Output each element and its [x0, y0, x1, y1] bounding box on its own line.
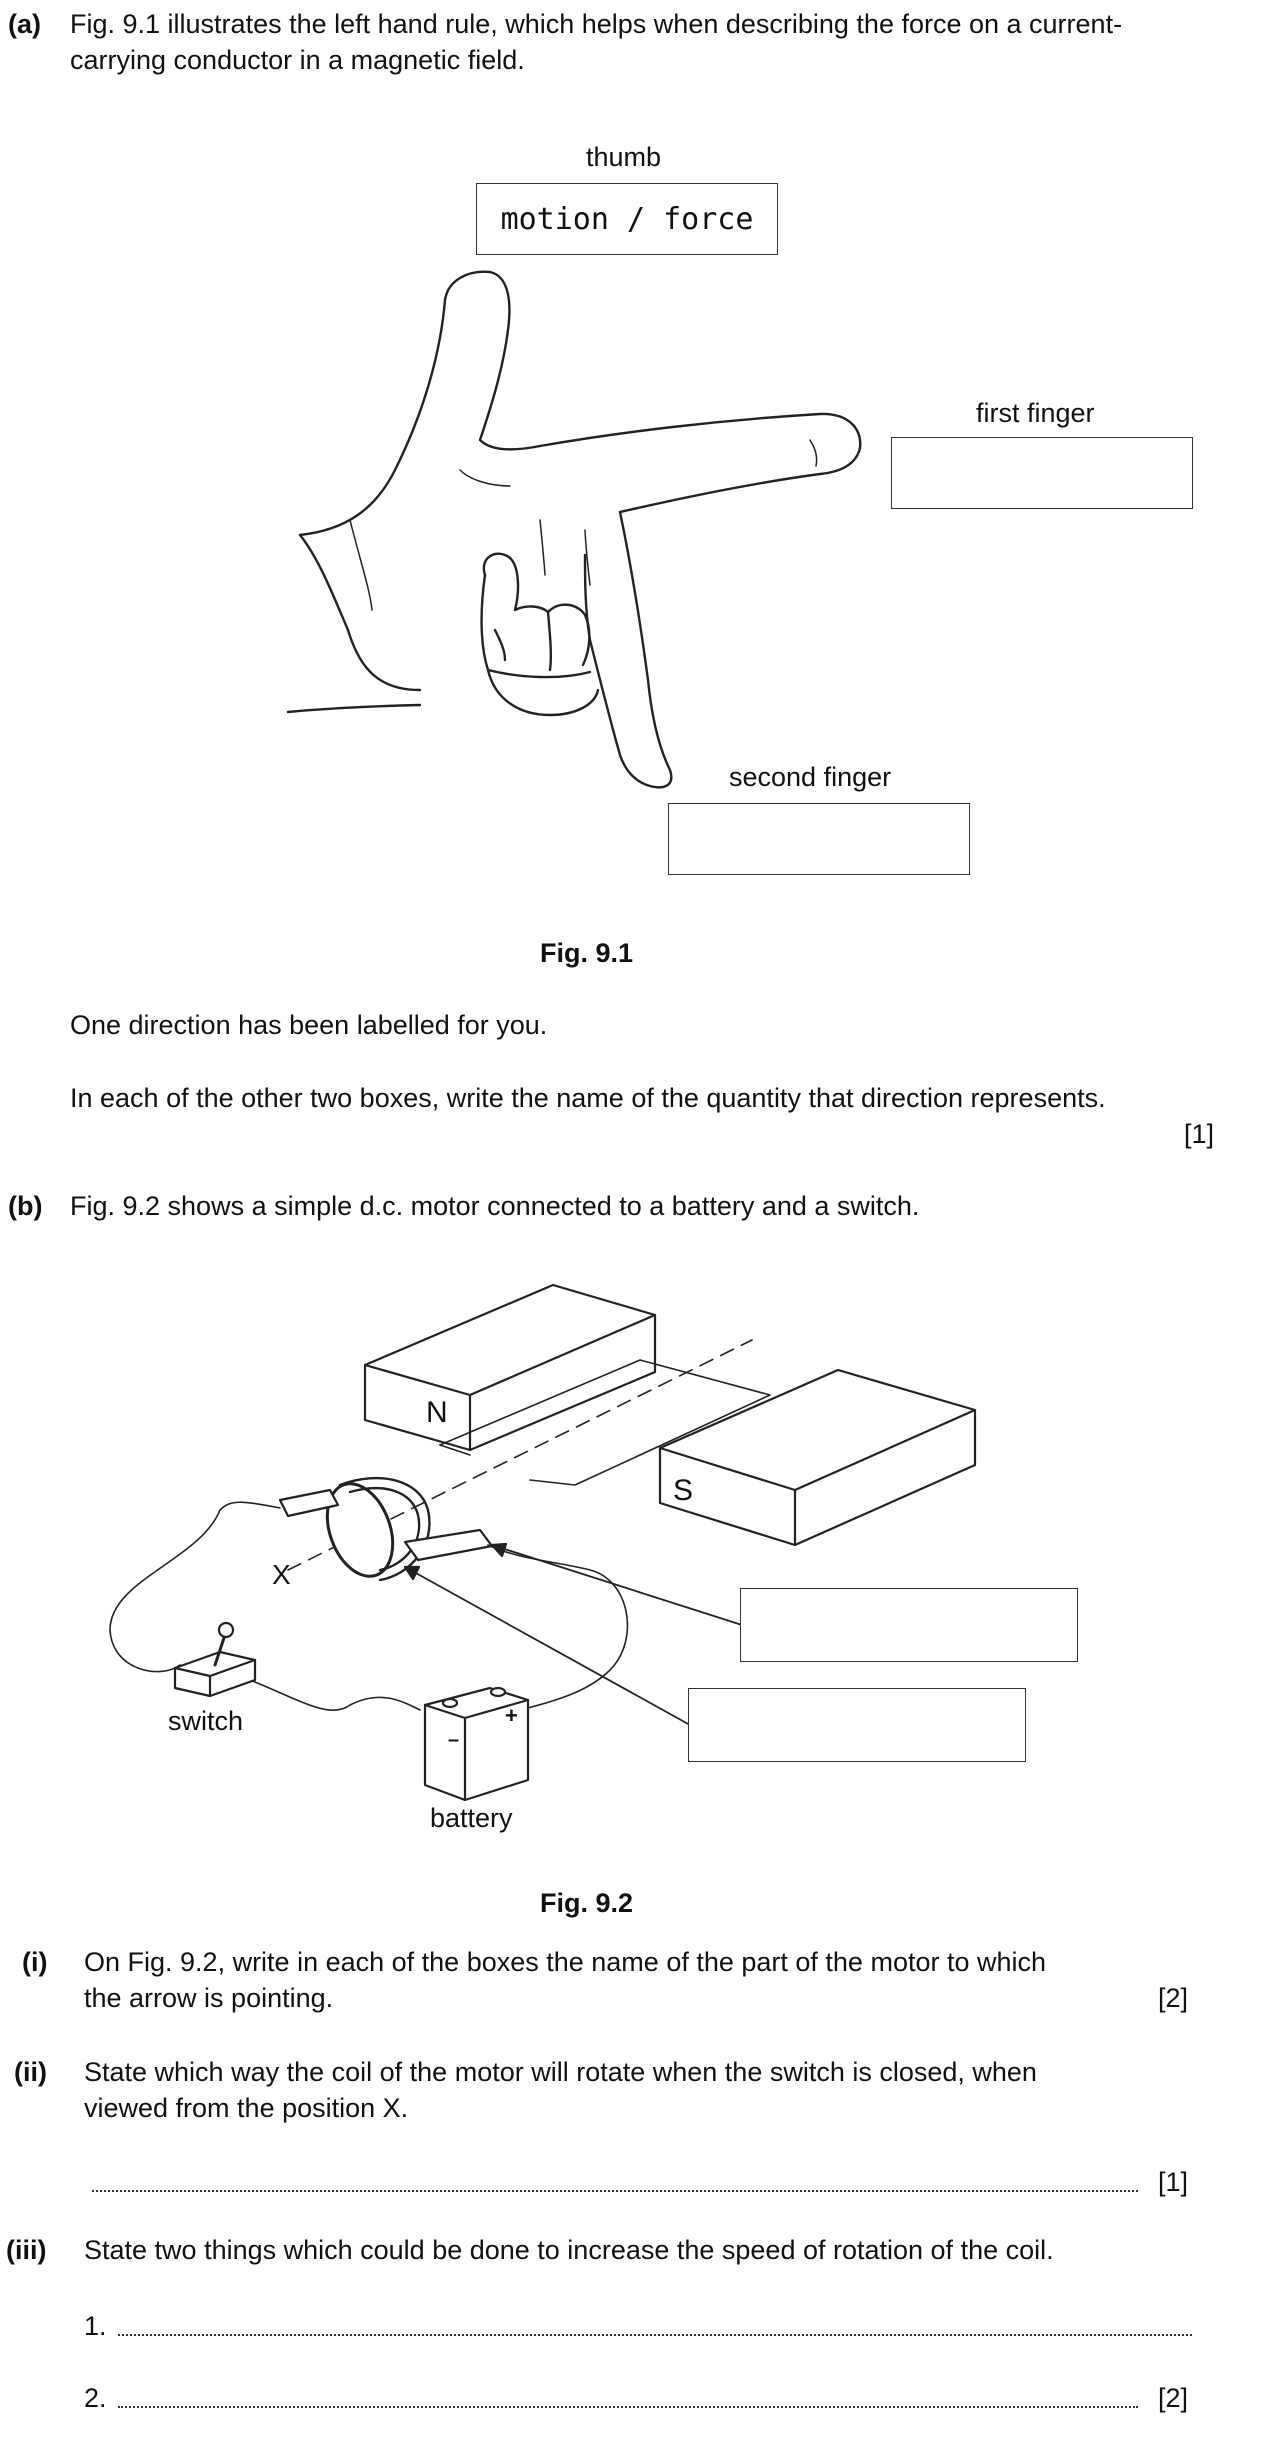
question-i-marks: [2] [1158, 1983, 1189, 2013]
question-ii-number: (ii) [14, 2057, 47, 2087]
battery-minus-sign: – [448, 1729, 460, 1751]
answer-1-number: 1. [84, 2311, 107, 2341]
second-finger-label: second finger [729, 762, 892, 792]
fig-9-2-caption: Fig. 9.2 [540, 1888, 634, 1918]
part-a-label: (a) [8, 9, 41, 39]
motor-part-answer-box-lower[interactable] [688, 1688, 1026, 1762]
answer-1-line[interactable] [118, 2304, 1192, 2336]
question-i-line2: the arrow is pointing. [84, 1983, 334, 2013]
instruction-one-direction: One direction has been labelled for you. [70, 1010, 548, 1040]
question-ii-marks: [1] [1158, 2167, 1189, 2197]
switch-label: switch [168, 1706, 244, 1736]
first-finger-label: first finger [976, 398, 1095, 428]
part-a-intro-line1: Fig. 9.1 illustrates the left hand rule,… [70, 9, 1123, 39]
fig-9-1-caption: Fig. 9.1 [540, 938, 634, 968]
part-a-marks: [1] [1184, 1119, 1215, 1149]
part-b-label: (b) [8, 1191, 43, 1221]
part-a-intro-line2: carrying conductor in a magnetic field. [70, 45, 525, 75]
answer-2-number: 2. [84, 2383, 107, 2413]
position-x-label: X [272, 1559, 291, 1590]
thumb-answer-box: motion / force [476, 183, 778, 255]
question-ii-line1: State which way the coil of the motor wi… [84, 2057, 1037, 2087]
question-i-line1: On Fig. 9.2, write in each of the boxes … [84, 1947, 1047, 1977]
part-b-intro: Fig. 9.2 shows a simple d.c. motor conne… [70, 1191, 920, 1221]
thumb-box-text: motion / force [500, 201, 754, 237]
question-iii-number: (iii) [6, 2235, 47, 2265]
magnet-south-label: S [673, 1474, 694, 1507]
second-finger-answer-box[interactable] [668, 803, 970, 875]
motor-part-answer-box-upper[interactable] [740, 1588, 1078, 1662]
question-i-number: (i) [22, 1947, 48, 1977]
question-ii-line2: viewed from the position X. [84, 2093, 409, 2123]
question-iii-marks: [2] [1158, 2383, 1189, 2413]
magnet-north-label: N [426, 1396, 448, 1429]
instruction-other-boxes: In each of the other two boxes, write th… [70, 1083, 1106, 1113]
battery-plus-sign: + [505, 1703, 518, 1728]
answer-2-line[interactable] [118, 2376, 1138, 2408]
thumb-label: thumb [586, 142, 662, 172]
question-ii-answer-line[interactable] [92, 2160, 1138, 2192]
battery-label: battery [430, 1803, 513, 1833]
first-finger-answer-box[interactable] [891, 437, 1193, 509]
question-iii-line1: State two things which could be done to … [84, 2235, 1054, 2265]
